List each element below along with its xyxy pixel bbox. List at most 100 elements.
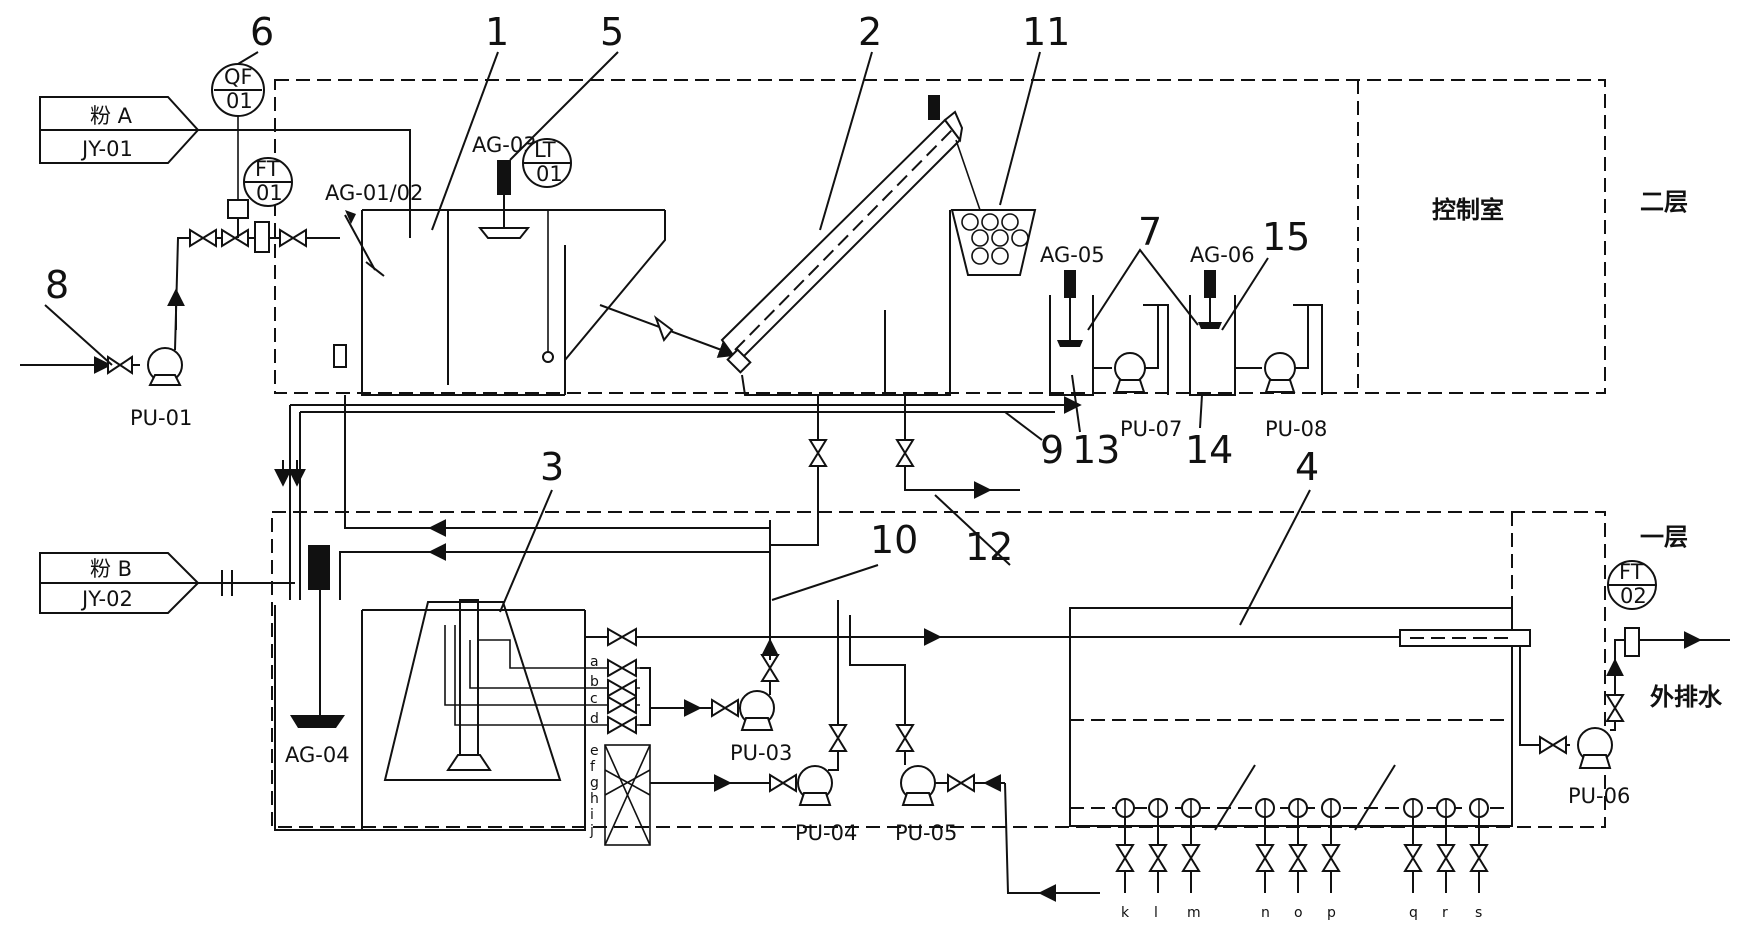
port-label-e: e xyxy=(590,743,599,759)
ft01-type: FT xyxy=(255,157,280,181)
port-label-d: d xyxy=(590,711,599,727)
floor1-label: 一层 xyxy=(1640,523,1688,551)
outlet-label: 外排水 xyxy=(1650,683,1723,711)
bottom-valve-k: k xyxy=(1115,798,1135,921)
agitator-ag0102: AG-01/02 xyxy=(325,181,423,277)
feed-tag-b: 粉 B JY-02 xyxy=(39,552,200,614)
callout-3: 3 xyxy=(540,445,564,489)
callout-7: 7 xyxy=(1138,210,1162,254)
callout-2: 2 xyxy=(858,10,882,54)
bottom-valve-label-s: s xyxy=(1475,905,1482,921)
bottom-valve-label-n: n xyxy=(1261,905,1270,921)
callout-5: 5 xyxy=(600,10,624,54)
lt01-type: LT xyxy=(534,138,556,162)
port-label-a: a xyxy=(590,654,599,670)
floor2-zone: 控制室 二层 xyxy=(274,79,1688,394)
bottom-valve-label-o: o xyxy=(1294,905,1303,921)
pump-pu07-label: PU-07 xyxy=(1120,417,1182,441)
bottom-valve-label-p: p xyxy=(1327,905,1336,921)
ag06-label: AG-06 xyxy=(1190,243,1255,267)
callout-1: 1 xyxy=(485,10,509,54)
qf01-type: QF xyxy=(224,65,253,89)
agitator-ag04: AG-04 xyxy=(285,545,350,767)
tank-4 xyxy=(1069,607,1570,831)
valve-bank-lower xyxy=(604,744,775,846)
feed-b-code: JY-02 xyxy=(80,587,133,611)
pump-pu03-label: PU-03 xyxy=(730,741,792,765)
inlet-line: PU-01 xyxy=(20,110,340,430)
bottom-valve-label-m: m xyxy=(1187,905,1201,921)
bottom-valve-label-l: l xyxy=(1154,905,1158,921)
settling-tank-3 xyxy=(274,599,640,831)
bottom-valve-row: k l m n o p q r s xyxy=(1115,798,1489,921)
dosing-tank-13: AG-05 xyxy=(1040,243,1105,396)
bottom-valve-label-k: k xyxy=(1121,905,1130,921)
callout-15: 15 xyxy=(1262,215,1310,259)
pump-pu04-label: PU-04 xyxy=(795,821,857,845)
port-label-j: j xyxy=(589,823,594,839)
pump-pu01 xyxy=(147,347,183,386)
lt01-number: 01 xyxy=(536,162,563,186)
recycle-lines xyxy=(333,344,771,600)
pump-pu05-label: PU-05 xyxy=(895,821,957,845)
bottom-valve-s: s xyxy=(1469,798,1489,921)
bottom-valve-l: l xyxy=(1148,798,1168,921)
pump-pu04: PU-04 xyxy=(769,600,857,845)
ag04-label: AG-04 xyxy=(285,743,350,767)
control-room-label: 控制室 xyxy=(1432,196,1504,224)
ag05-label: AG-05 xyxy=(1040,243,1105,267)
ft02-type: FT xyxy=(1619,560,1644,584)
bottom-valve-n: n xyxy=(1255,798,1275,921)
filter-bag-11 xyxy=(950,209,1037,276)
callout-8: 8 xyxy=(45,263,69,307)
ag0102-label: AG-01/02 xyxy=(325,181,423,205)
pump-pu08-label: PU-08 xyxy=(1265,417,1327,441)
callout-4: 4 xyxy=(1295,445,1319,489)
feed-a-name: 粉 A xyxy=(90,104,133,128)
agitator-ag03: AG-03 xyxy=(472,133,537,239)
instrument-ft01: FT 01 xyxy=(243,157,293,207)
ft02-number: 02 xyxy=(1620,584,1647,608)
pump-pu07 xyxy=(1093,304,1169,395)
callout-9: 9 xyxy=(1040,428,1064,472)
pump-pu06: PU-06 xyxy=(1539,639,1632,808)
bottom-valve-p: p xyxy=(1321,798,1341,921)
feed-tag-a: 粉 A JY-01 xyxy=(39,96,200,164)
bottom-valve-label-q: q xyxy=(1409,905,1418,921)
port-label-h: h xyxy=(590,791,599,807)
callout-10: 10 xyxy=(870,518,918,562)
port-label-b: b xyxy=(590,674,599,690)
overflow-line xyxy=(585,627,1520,647)
instrument-lt01: LT 01 xyxy=(522,138,572,363)
callout-11: 11 xyxy=(1022,10,1070,54)
dosing-tank-14: AG-06 xyxy=(1189,243,1255,396)
screw-conveyor-2 xyxy=(720,95,981,396)
callout-6: 6 xyxy=(250,10,274,54)
pump-pu08 xyxy=(1235,304,1323,395)
bottom-valve-r: r xyxy=(1436,798,1456,921)
bottom-valve-m: m xyxy=(1181,798,1201,921)
instrument-qf01: QF 01 xyxy=(211,63,265,117)
pump-pu03: PU-03 xyxy=(700,600,792,765)
pump-pu05: PU-05 xyxy=(849,615,1100,902)
port-label-c: c xyxy=(590,691,598,707)
header-lines-9 xyxy=(274,396,1082,600)
qf01-number: 01 xyxy=(226,89,253,113)
port-label-i: i xyxy=(590,807,594,823)
tank-1 xyxy=(361,209,666,396)
valve-bank-upper xyxy=(607,658,702,735)
feed-b-name: 粉 B xyxy=(90,557,132,581)
instrument-ft02: FT 02 xyxy=(1607,560,1730,657)
callout-13: 13 xyxy=(1072,428,1120,472)
port-label-g: g xyxy=(590,775,599,791)
ft01-number: 01 xyxy=(256,181,283,205)
port-label-f: f xyxy=(590,759,596,775)
bottom-valve-q: q xyxy=(1403,798,1423,921)
bottom-valve-label-r: r xyxy=(1442,905,1448,921)
floor2-label: 二层 xyxy=(1640,188,1688,216)
pump-pu01-label: PU-01 xyxy=(130,406,192,430)
